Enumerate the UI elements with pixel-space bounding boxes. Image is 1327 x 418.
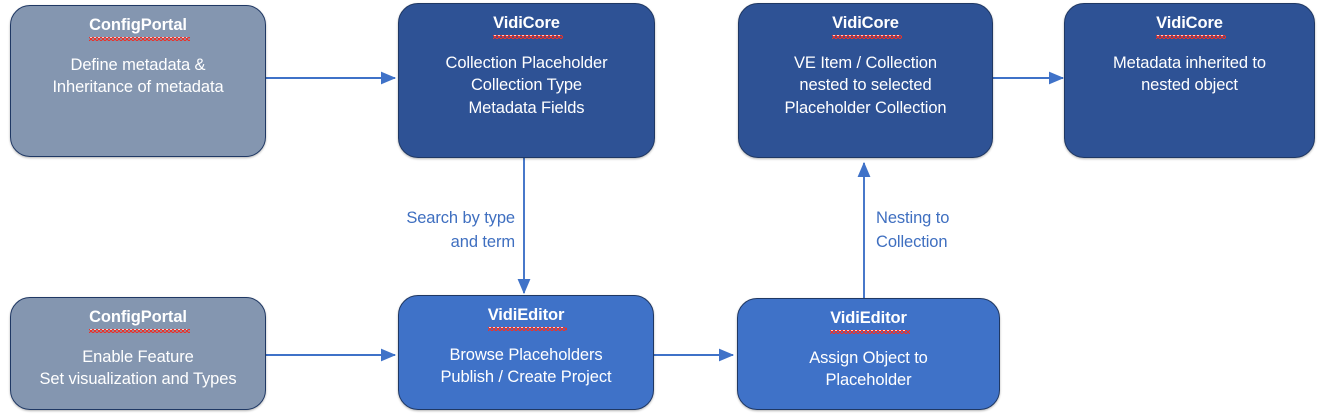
node-config-portal-metadata[interactable]: ConfigPortal Define metadata & Inheritan… xyxy=(10,5,266,157)
node-title: VidiEditor xyxy=(830,308,910,334)
node-title: VidiCore xyxy=(1156,13,1226,39)
node-title: ConfigPortal xyxy=(89,307,190,333)
node-vidieditor-assign-object[interactable]: VidiEditor Assign Object to Placeholder xyxy=(737,298,1000,410)
node-title: VidiCore xyxy=(832,13,902,39)
label-search-by-type-and-term: Search by type and term xyxy=(406,209,515,251)
node-body: Assign Object to Placeholder xyxy=(809,348,928,390)
node-title: VidiCore xyxy=(493,13,563,39)
node-title: VidiEditor xyxy=(487,305,567,331)
node-vidicore-ve-item-nested[interactable]: VidiCore VE Item / Collection nested to … xyxy=(738,3,993,158)
node-vidicore-collection-placeholder[interactable]: VidiCore Collection Placeholder Collecti… xyxy=(398,3,655,158)
node-body: Enable Feature Set visualization and Typ… xyxy=(39,347,237,389)
node-body: Collection Placeholder Collection Type M… xyxy=(445,53,608,118)
node-vidieditor-browse-placeholders[interactable]: VidiEditor Browse Placeholders Publish /… xyxy=(398,295,654,410)
node-body: Browse Placeholders Publish / Create Pro… xyxy=(440,345,612,387)
node-body: Metadata inherited to nested object xyxy=(1113,53,1266,95)
node-vidicore-metadata-inherited[interactable]: VidiCore Metadata inherited to nested ob… xyxy=(1064,3,1315,158)
node-title: ConfigPortal xyxy=(89,15,190,41)
node-body: VE Item / Collection nested to selected … xyxy=(784,53,947,118)
label-nesting-to-collection: Nesting to Collection xyxy=(876,209,950,251)
node-body: Define metadata & Inheritance of metadat… xyxy=(52,55,224,97)
node-config-portal-enable-feature[interactable]: ConfigPortal Enable Feature Set visualiz… xyxy=(10,297,266,410)
